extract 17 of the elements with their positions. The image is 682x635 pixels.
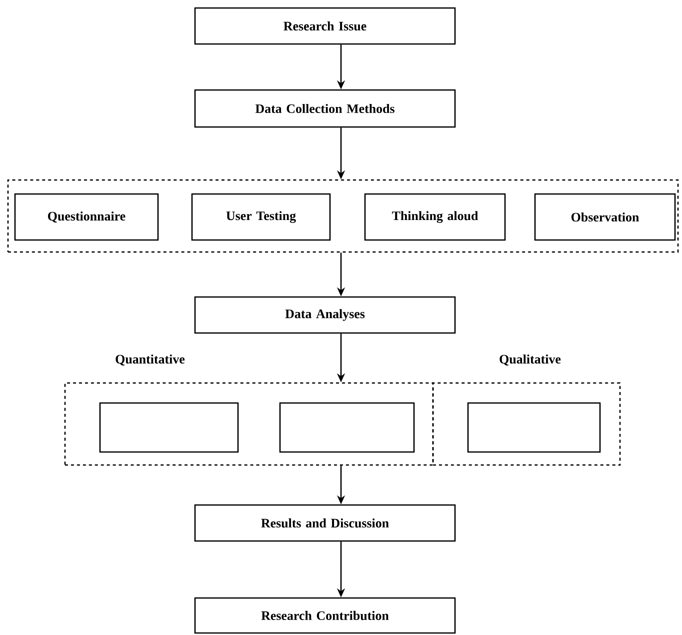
method-box: Thinking aloud <box>364 193 506 241</box>
method-box <box>279 402 415 453</box>
process-box: Data Analyses <box>194 296 456 334</box>
method-box: Questionnaire <box>14 193 159 241</box>
method-box: User Testing <box>191 193 331 241</box>
dashed-group-box <box>7 179 679 253</box>
method-box <box>467 402 601 453</box>
dashed-group-box <box>64 354 434 466</box>
process-box: Results and Discussion <box>194 504 456 542</box>
group-heading: Quantitative <box>116 354 185 366</box>
method-box <box>99 402 239 453</box>
dashed-group-box <box>432 354 621 466</box>
process-box: Research Contribution <box>194 597 456 634</box>
process-box: Research Issue <box>194 7 456 45</box>
process-box: Data Collection Methods <box>194 89 456 128</box>
method-box: Observation <box>534 193 676 241</box>
group-heading: Qualitative <box>500 354 561 366</box>
